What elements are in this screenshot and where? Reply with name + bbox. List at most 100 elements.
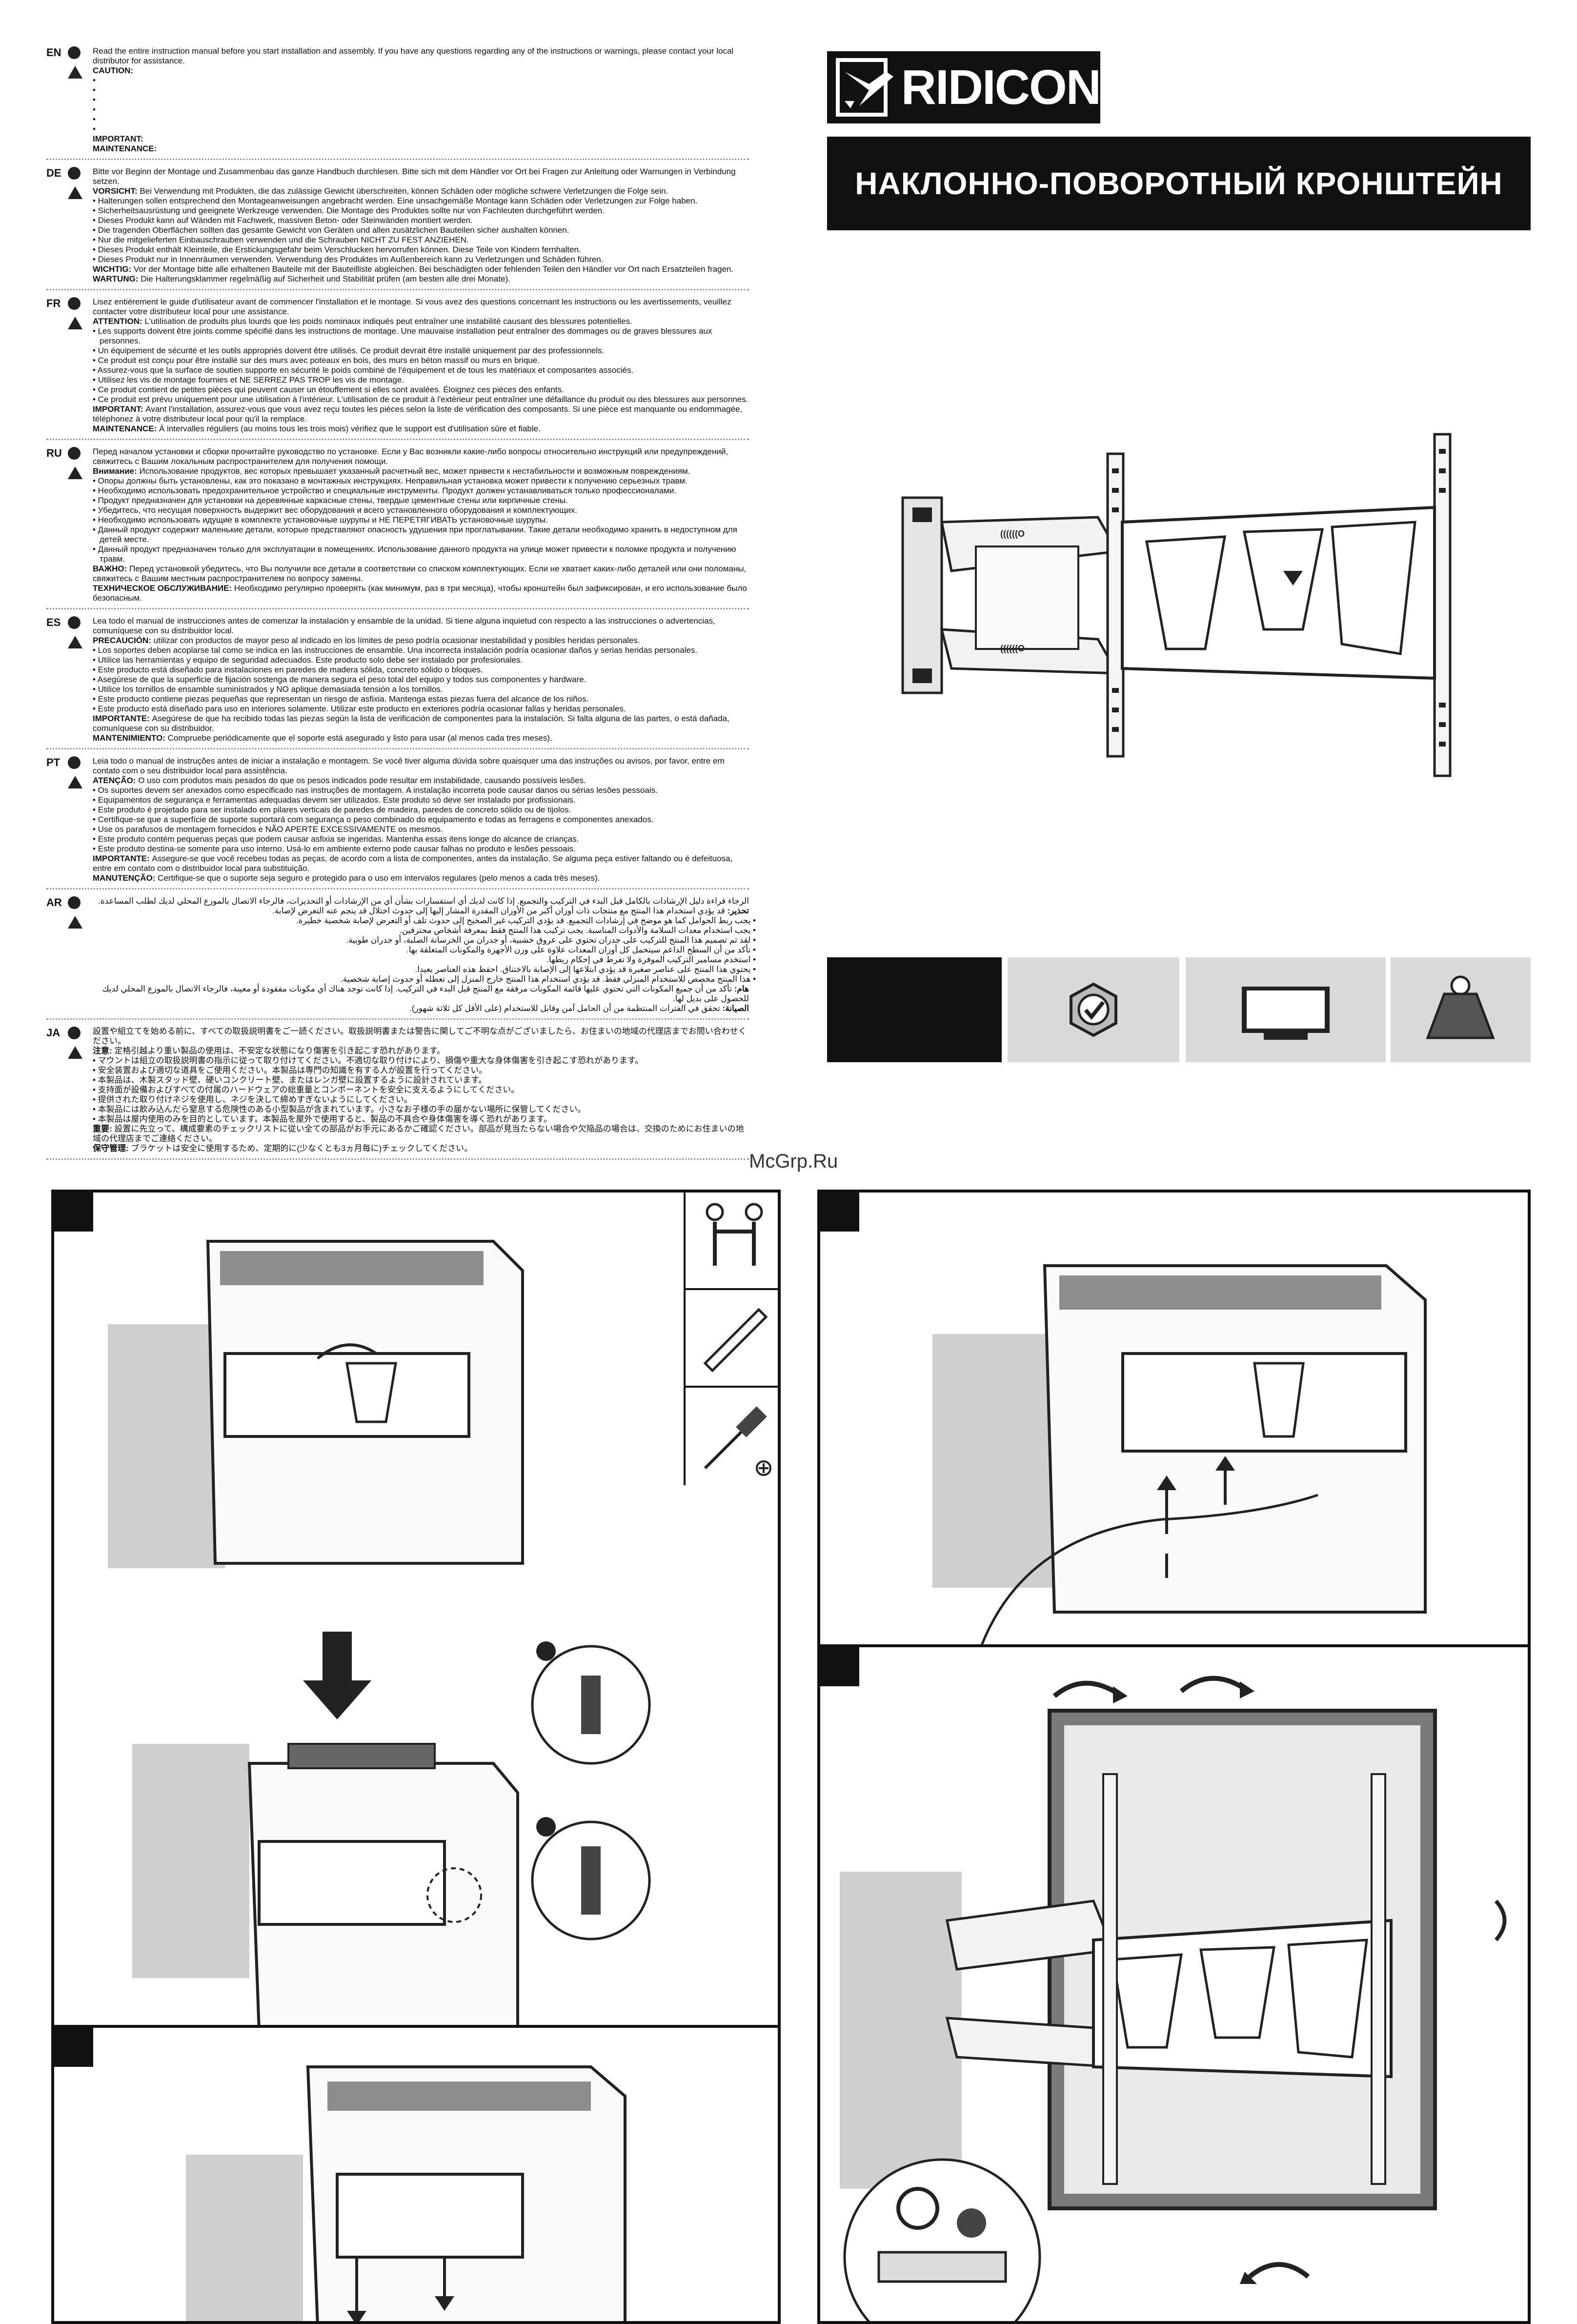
bullet-item: • Dieses Produkt nur in Innenräumen verw… (93, 255, 604, 264)
lang-section-ar: AR الرجاء قراءة دليل الإرشادات بالكامل قب… (46, 896, 756, 1020)
bullet-item: • 提供された取り付けネジを使用し、ネジを決して締めすぎないようにしてください。 (93, 1095, 412, 1104)
paragraph: 保守管理: ブラケットは安全に使用するため、定期的に(少なくとも3ヵ月毎に)チェ… (93, 1144, 473, 1153)
bullet-item: • لقد تم تصميم هذا المنتج للتركيب على جد… (346, 935, 756, 945)
bullet-item: • Este produto destina-se somente para u… (93, 844, 576, 853)
bullet-item: • 安全装置および適切な道具をご使用ください。本製品は専門の知識を有する人が設置… (93, 1066, 487, 1075)
spec-badge (827, 957, 1002, 1062)
bullet-item: • يحتوي هذا المنتج على عناصر صغيرة قد يؤ… (415, 965, 756, 974)
paragraph: الصيانة: تحقق في الفترات المنتظمة من أن … (409, 1004, 749, 1013)
paragraph: Перед началом установки и сборки прочита… (93, 447, 728, 466)
step-badge-1 (54, 1192, 93, 1232)
bullet-item: • Este producto contiene piezas pequeñas… (93, 694, 589, 704)
bullet-item: • (93, 76, 96, 85)
paragraph: Lisez entièrement le guide d'utilisateur… (93, 297, 731, 316)
bullet-item: • Use os parafusos de montagem fornecido… (93, 825, 443, 834)
lang-code: ES (46, 616, 61, 628)
bullet-item: • Halterungen sollen entsprechend den Mo… (93, 196, 698, 205)
multilingual-instructions: EN Read the entire instruction manual bef… (46, 46, 756, 1167)
bullet-item: • Nur die mitgelieferten Einbauschrauben… (93, 235, 469, 244)
paragraph: IMPORTANTE: Assegure-se que você recebeu… (93, 854, 733, 873)
globe-icon (68, 167, 81, 180)
paragraph: ВАЖНО: Перед установкой убедитесь, что В… (93, 564, 747, 583)
bullet-item: • Ce produit contient de petites pièces … (93, 385, 564, 394)
brand-name: RIDICON (901, 60, 1101, 115)
bullet-item: • Les supports doivent être joints comme… (93, 326, 712, 345)
paragraph: 設置や組立てを始める前に、すべての取扱説明書をご一読ください。取扱説明書または警… (93, 1027, 747, 1046)
lang-code: JA (46, 1027, 61, 1039)
step-panel-1 (51, 1190, 781, 2029)
paragraph: IMPORTANTE: Asegúrese de que ha recibido… (93, 714, 729, 733)
lang-section-ja: JA 設置や組立てを始める前に、すべての取扱説明書をご一読ください。取扱説明書また… (46, 1027, 749, 1160)
warning-icon (68, 466, 82, 479)
lang-section-de: DE Bitte vor Beginn der Montage und Zusam… (46, 167, 749, 290)
wall-plate (901, 496, 943, 694)
paragraph: ТЕХНИЧЕСКОЕ ОБСЛУЖИВАНИЕ: Необходимо рег… (93, 584, 747, 603)
globe-icon (68, 447, 81, 460)
paragraph: WARTUNG: Die Halterungsklammer regelmäßi… (93, 274, 511, 283)
bullet-item: • استخدم مسامير التركيب الموفرة ولا تفرط… (546, 955, 756, 964)
paragraph: PRECAUCIÓN: utilizar con productos de ma… (93, 636, 640, 645)
step-3-illustration (932, 1264, 1427, 1645)
bullet-item: • マウントは組立の取扱説明書の指示に従って取り付けてください。不適切な取り付け… (93, 1056, 644, 1065)
bullet-item: • 支持面が設備およびすべての付属のハードウェアの総重量とコンポーネントを安全に… (93, 1085, 520, 1094)
bullet-item: • (93, 95, 96, 104)
bullet-item: • Utilice los tornillos de ensamble sumi… (93, 685, 443, 694)
lang-code: PT (46, 756, 61, 768)
bullet-item: • (93, 85, 96, 95)
warning-icon (68, 1046, 82, 1059)
warning-icon (68, 916, 82, 929)
two-person-icon (686, 1192, 778, 1290)
lang-code: EN (46, 46, 61, 59)
paragraph: WICHTIG: Vor der Montage bitte alle erha… (93, 264, 734, 274)
bullet-item: • Sicherheitsausrüstung und geeignete We… (93, 206, 605, 215)
warning-icon (68, 636, 82, 648)
weight-icon (1426, 975, 1495, 1039)
globe-icon (68, 46, 81, 59)
lang-section-en: EN Read the entire instruction manual bef… (46, 46, 749, 160)
hardware-icon-box (1008, 957, 1179, 1062)
logo-mark-icon (836, 58, 893, 117)
warning-icon (68, 186, 82, 199)
lang-code: AR (46, 896, 62, 909)
step-badge-2 (54, 2028, 93, 2067)
svg-text:((((((O: ((((((O (1000, 529, 1025, 539)
tv-size-icon-box (1186, 957, 1386, 1062)
globe-icon (68, 297, 81, 310)
bullet-item: • (93, 105, 96, 114)
lang-section-fr: FR Lisez entièrement le guide d'utilisate… (46, 297, 749, 440)
paragraph: الرجاء قراءة دليل الإرشادات بالكامل قبل … (98, 896, 749, 906)
bullet-item: • Este produto é projetado para ser inst… (93, 805, 571, 814)
bullet-item: • Продукт предназначен для установки на … (93, 496, 568, 505)
bullet-item: • (93, 124, 96, 134)
paragraph: MAINTENANCE: (93, 144, 157, 153)
bullet-item: • يجب استخدام معدات السلامة والأدوات الم… (400, 926, 756, 935)
paragraph: CAUTION: (93, 66, 134, 75)
level-icon (686, 1290, 778, 1388)
paragraph: هام: تأكد من أن جميع المكونات التي تحتوي… (102, 984, 749, 1003)
bullet-item: • Dieses Produkt enthält Kleinteile, die… (93, 245, 581, 254)
paragraph: Lea todo el manual de instrucciones ante… (93, 616, 715, 635)
step-badge-4 (820, 1647, 859, 1686)
product-title: НАКЛОННО-ПОВОРОТНЫЙ КРОНШТЕЙН (855, 166, 1503, 201)
step-4-illustration (840, 1676, 1507, 2321)
step-panel-4 (817, 1644, 1531, 2324)
bullet-item: • Необходимо использовать идущие в компл… (93, 515, 548, 525)
paragraph: MAINTENANCE: À intervalles réguliers (au… (93, 424, 541, 433)
lang-code: FR (46, 297, 61, 309)
paragraph: Bitte vor Beginn der Montage und Zusamme… (93, 167, 736, 186)
bullet-item: • Equipamentos de segurança e ferramenta… (93, 795, 576, 805)
bullet-item: • Убедитесь, что несущая поверхность выд… (93, 505, 577, 515)
screwdriver-icon (686, 1388, 778, 1485)
lang-section-es: ES Lea todo el manual de instrucciones an… (46, 616, 749, 749)
step-1-illustration (108, 1240, 651, 2026)
warning-icon (68, 66, 82, 79)
bullet-item: • Certifique-se que a superfície de supo… (93, 815, 654, 824)
paragraph: IMPORTANT: (93, 134, 143, 143)
step-panel-2 (51, 2025, 781, 2324)
step-panel-3 (817, 1190, 1531, 1648)
paragraph: Внимание: Использование продуктов, вес к… (93, 466, 690, 476)
weight-icon-box (1391, 957, 1531, 1062)
paragraph: Leia todo o manual de instruções antes d… (93, 756, 725, 775)
lang-code: DE (46, 167, 61, 179)
paragraph: Read the entire instruction manual befor… (93, 46, 734, 65)
